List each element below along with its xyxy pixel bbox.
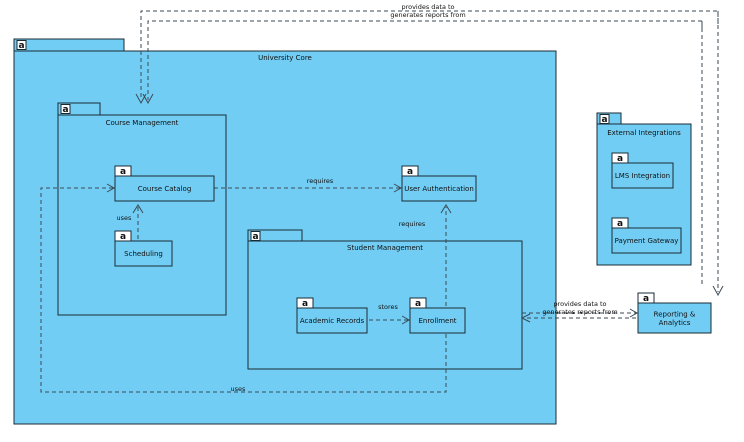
stereotype-a-icon-glyph: a [407, 167, 413, 177]
edge-top-loop-down-to-reporting-right [712, 11, 724, 297]
package-body-course-management [57, 114, 227, 316]
arrowhead-icon [142, 93, 154, 105]
edge-label-label-uses-scheduling: uses [117, 214, 133, 222]
arrowhead-icon [401, 315, 411, 325]
arrowhead-icon [440, 204, 452, 214]
package-tab-university-core [13, 38, 125, 52]
component-label-user-authentication: User Authentication [404, 185, 474, 193]
component-tab-enrollment [409, 297, 427, 309]
edge-label-label-uses-bottom: uses [231, 385, 247, 393]
arrowhead-icon [393, 183, 403, 193]
edge-label-text: provides data to [553, 300, 606, 308]
edge-label-text: stores [378, 303, 398, 311]
stereotype-a-icon-glyph: a [62, 105, 68, 115]
component-tab-payment-gateway [611, 217, 629, 229]
component-body-enrollment [409, 307, 466, 334]
arrowhead-icon [712, 285, 724, 297]
arrowhead-icon [520, 313, 531, 323]
edge-label-text: generates reports from [542, 308, 617, 316]
edge-label-label-stores: stores [378, 303, 398, 311]
component-body-reporting-analytics [637, 302, 712, 334]
component-label-course-catalog: Course Catalog [138, 185, 192, 193]
component-tab-academic-records [296, 297, 314, 309]
component-label-academic-records: Academic Records [300, 317, 365, 325]
stereotype-a-icon-glyph: a [601, 115, 607, 125]
component-tab-reporting-analytics [637, 292, 655, 304]
stereotype-a-icon-glyph: a [120, 232, 126, 242]
arrowhead-icon [629, 308, 639, 318]
package-body-student-management [247, 240, 523, 370]
edges-layer [40, 10, 724, 393]
component-tab-lms-integration [611, 152, 629, 164]
component-body-academic-records [296, 307, 368, 334]
component-tab-user-authentication [401, 165, 419, 177]
stereotype-a-icon-glyph: a [617, 219, 623, 229]
stereotype-a-icon-glyph: a [252, 232, 258, 242]
edge-label-text: requires [307, 177, 334, 185]
edge-label-text: uses [231, 385, 247, 393]
arrowhead-icon [106, 183, 116, 193]
edge-reporting-provides-data-to-enrollment [520, 313, 636, 323]
package-label-student-management: Student Management [347, 244, 423, 252]
stereotype-a-icon [16, 40, 27, 50]
component-body-lms-integration [611, 162, 674, 189]
stereotype-a-icon-glyph: a [617, 154, 623, 164]
stereotype-a-icon-glyph: a [120, 167, 126, 177]
stereotype-a-icon [250, 231, 261, 241]
component-label-lms-integration: LMS Integration [615, 172, 670, 180]
component-label-reporting-analytics: Reporting & [654, 310, 696, 318]
edge-student-management-generates-reports-from-reporting [522, 308, 639, 318]
component-body-scheduling [114, 240, 173, 267]
stereotype-a-icon-glyph: a [643, 294, 649, 304]
edge-scheduling-uses-course-catalog [132, 204, 144, 239]
edge-label-text: provides data to [401, 3, 454, 11]
edge-label-text: requires [399, 220, 426, 228]
package-label-course-management: Course Management [106, 119, 179, 127]
stereotype-a-icon-glyph: a [18, 41, 24, 51]
component-label-payment-gateway: Payment Gateway [615, 237, 679, 245]
edge-path-external-to-course-management-top-loop [140, 10, 719, 100]
edge-label-text: generates reports from [390, 11, 465, 19]
stereotype-a-icon [60, 104, 71, 114]
component-body-course-catalog [114, 175, 215, 202]
edge-label-label-requires-enrollment: requires [399, 220, 426, 228]
component-label-enrollment: Enrollment [418, 317, 456, 325]
edge-uses-bottom-loop-course-catalog [40, 183, 447, 393]
stereotype-a-icon [599, 114, 610, 124]
component-label-reporting-analytics: Analytics [659, 319, 691, 327]
edge-label-label-requires-top: requires [307, 177, 334, 185]
component-label-scheduling: Scheduling [124, 250, 163, 258]
edge-enrollment-requires-user-authentication [440, 204, 452, 306]
package-label-university-core: University Core [258, 54, 312, 62]
component-tab-scheduling [114, 230, 132, 242]
edge-label-text: uses [117, 214, 133, 222]
edge-academic-records-stores-enrollment [369, 315, 411, 325]
package-label-external-integrations: External Integrations [607, 129, 681, 137]
component-body-payment-gateway [611, 227, 682, 254]
component-body-user-authentication [401, 175, 477, 202]
arrowhead-icon [132, 204, 144, 214]
component-tab-course-catalog [114, 165, 132, 177]
edge-path-uses-bottom-loop-course-catalog [40, 187, 447, 393]
stereotype-a-icon-glyph: a [302, 299, 308, 309]
stereotype-a-icon-glyph: a [415, 299, 421, 309]
edge-course-catalog-requires-user-authentication [214, 183, 403, 193]
